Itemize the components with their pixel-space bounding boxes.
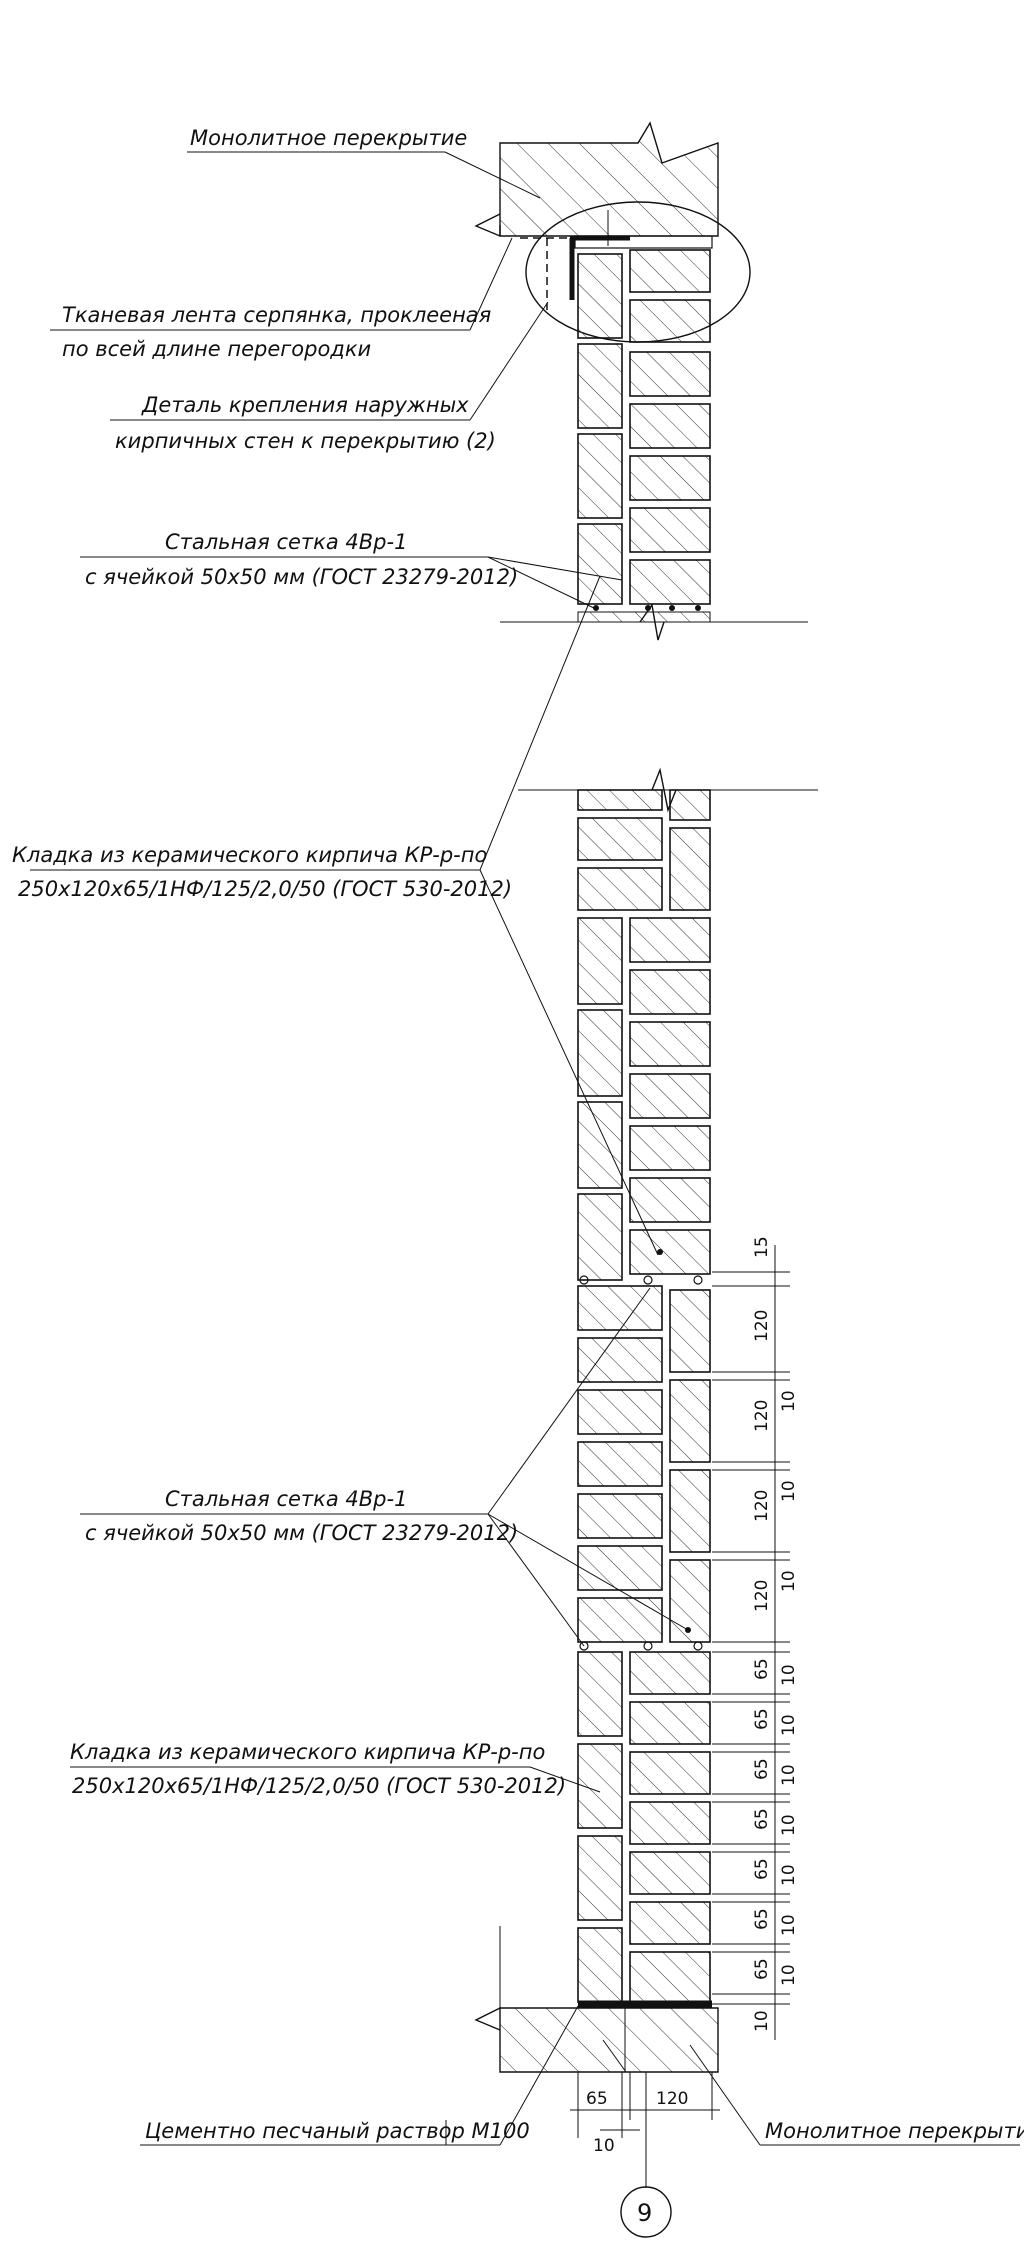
label-tape-line-2: по всей длине перегородки [62, 337, 371, 361]
label-masonry-top-line-1: Кладка из керамического кирпича КР-р-по [12, 843, 487, 867]
label-masonry-top-line-2: 250х120х65/1НФ/125/2,0/50 (ГОСТ 530-2012… [18, 877, 512, 901]
label-mesh-top-line-1: Стальная сетка 4Вр-1 [165, 530, 407, 554]
dim-65-g: 65 [752, 1958, 772, 1980]
leader-lines [30, 151, 1020, 2146]
dim-120-a: 120 [752, 1310, 772, 1342]
label-tape-line-1: Тканевая лента серпянка, проклееная [62, 303, 491, 327]
axis-marker [620, 2186, 672, 2238]
label-detail-line-2: кирпичных стен к перекрытию (2) [115, 429, 496, 453]
top-slab [474, 121, 719, 237]
dim-10-d: 10 [779, 1664, 799, 1686]
dim-10-i: 10 [779, 1914, 799, 1936]
dim-10-f: 10 [779, 1764, 799, 1786]
label-bottom-slab: Монолитное перекрытие [765, 2119, 1024, 2143]
dim-10-j: 10 [779, 1964, 799, 1986]
label-detail-line-1: Деталь крепления наружных [141, 393, 469, 417]
vertical-dimension-chain: 15 120 10 120 10 120 10 120 65 10 65 10 … [712, 1236, 799, 2040]
horizontal-dimensions: 65 120 10 9 [570, 2072, 720, 2238]
dim-65-b: 65 [752, 1708, 772, 1730]
dim-10-h: 10 [779, 1864, 799, 1886]
dim-10-b: 10 [779, 1480, 799, 1502]
label-mesh-mid-line-1: Стальная сетка 4Вр-1 [165, 1487, 407, 1511]
bottom-slab [474, 1926, 719, 2073]
dim-65-c: 65 [752, 1758, 772, 1780]
upper-masonry [500, 249, 808, 641]
dim-65-f: 65 [752, 1908, 772, 1930]
dim-10-c: 10 [779, 1570, 799, 1592]
dim-10-e: 10 [779, 1714, 799, 1736]
dim-15: 15 [752, 1236, 772, 1258]
label-masonry-bot-line-2: 250х120х65/1НФ/125/2,0/50 (ГОСТ 530-2012… [72, 1774, 566, 1798]
dim-120-c: 120 [752, 1490, 772, 1522]
dim-10-a: 10 [779, 1390, 799, 1412]
dim-10-k: 10 [752, 2010, 772, 2032]
dim-120-b: 120 [752, 1400, 772, 1432]
label-mortar: Цементно песчаный раствор М100 [145, 2119, 530, 2143]
label-mesh-mid-line-2: с ячейкой 50х50 мм (ГОСТ 23279-2012) [85, 1521, 518, 1545]
dim-width-120: 120 [656, 2089, 688, 2109]
label-masonry-bot-line-1: Кладка из керамического кирпича КР-р-по [70, 1740, 545, 1764]
axis-label: 9 [637, 2199, 652, 2227]
label-top-slab: Монолитное перекрытие [190, 126, 467, 150]
label-mesh-top-line-2: с ячейкой 50х50 мм (ГОСТ 23279-2012) [85, 565, 518, 589]
dim-width-65: 65 [586, 2089, 608, 2109]
dim-65-a: 65 [752, 1658, 772, 1680]
tape-detail [520, 201, 751, 343]
dim-120-d: 120 [752, 1580, 772, 1612]
lower-masonry [518, 767, 818, 2008]
dim-65-d: 65 [752, 1808, 772, 1830]
annotation-labels: Монолитное перекрытие Тканевая лента сер… [12, 126, 1024, 2143]
dim-width-10: 10 [593, 2136, 615, 2156]
dim-10-g: 10 [779, 1814, 799, 1836]
dim-65-e: 65 [752, 1858, 772, 1880]
